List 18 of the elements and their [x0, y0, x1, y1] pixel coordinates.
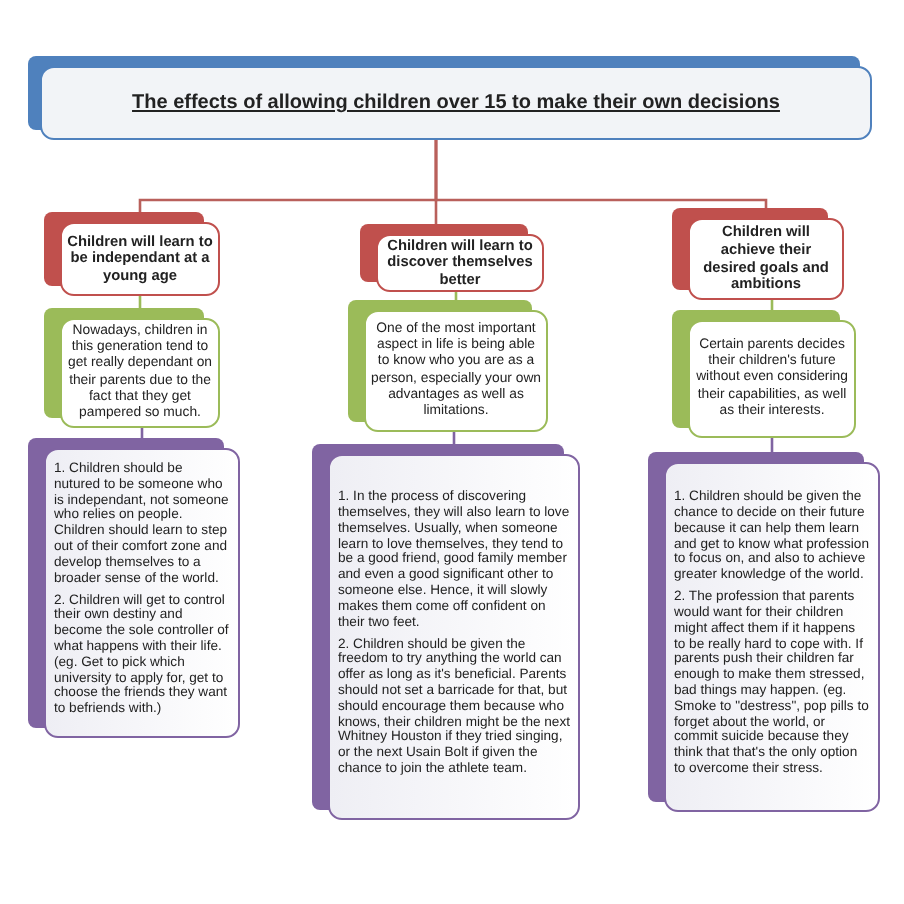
detail-box	[28, 438, 240, 738]
detail-box	[312, 444, 580, 820]
summary-box	[44, 308, 220, 428]
heading-box	[672, 208, 844, 300]
heading-box	[44, 212, 220, 296]
connector-line	[434, 140, 768, 208]
connector-line	[454, 292, 458, 300]
heading-box	[360, 224, 544, 292]
title-text: The effects of allowing children over 15 to make their own decisions	[130, 92, 782, 114]
connector-line	[770, 300, 774, 310]
connector-line	[138, 296, 142, 308]
summary-box	[348, 300, 548, 432]
summary-box	[672, 310, 856, 438]
title-box	[28, 56, 872, 140]
connector-line	[140, 428, 144, 438]
connector-line	[770, 438, 774, 452]
detail-box	[648, 452, 880, 812]
connector-line	[452, 432, 456, 444]
